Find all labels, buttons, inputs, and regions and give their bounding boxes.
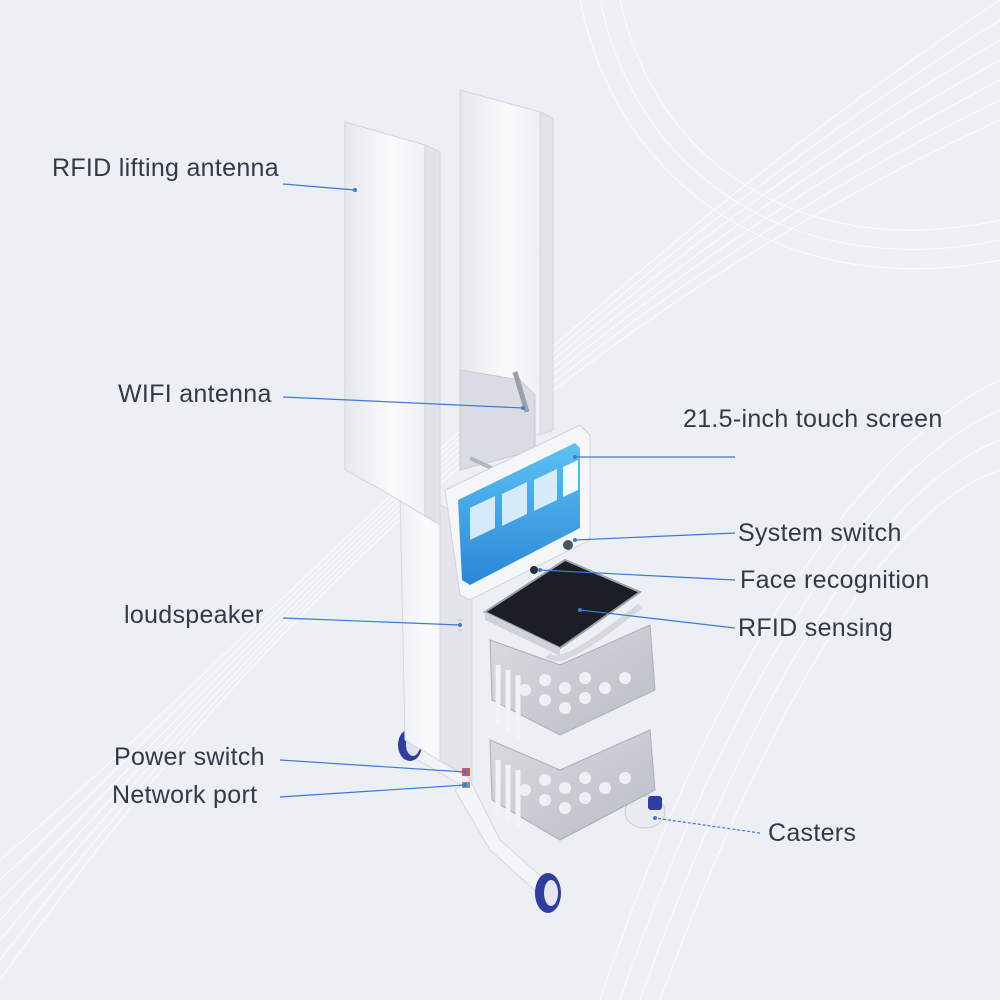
leader-system-switch [574,532,736,541]
label-power-switch: Power switch [114,743,265,771]
leader-casters [654,817,761,834]
leader-network-port [279,784,466,798]
caster-front [535,873,561,913]
system-switch-button [563,540,573,550]
label-system-switch: System switch [738,519,902,547]
leader-face-recognition [539,569,736,581]
leader-rfid-sensing [579,609,736,629]
face-recognition-camera [530,566,538,574]
leader-wifi-antenna [282,396,524,409]
leader-rfid-lifting-antenna [282,183,356,191]
label-network-port: Network port [112,781,258,809]
storage-basket-upper [489,624,656,736]
label-rfid-lifting-antenna: RFID lifting antenna [52,154,279,182]
wifi-antenna-rod [512,371,530,413]
label-rfid-sensing: RFID sensing [738,614,894,642]
storage-basket-lower [489,729,656,841]
label-wifi-antenna: WIFI antenna [118,380,272,408]
label-face-recognition: Face recognition [740,566,930,594]
label-loudspeaker: loudspeaker [124,601,264,629]
label-touch-screen: 21.5-inch touch screen [683,405,943,433]
leader-loudspeaker [282,617,461,626]
leader-power-switch [279,759,466,773]
label-casters: Casters [768,819,857,847]
